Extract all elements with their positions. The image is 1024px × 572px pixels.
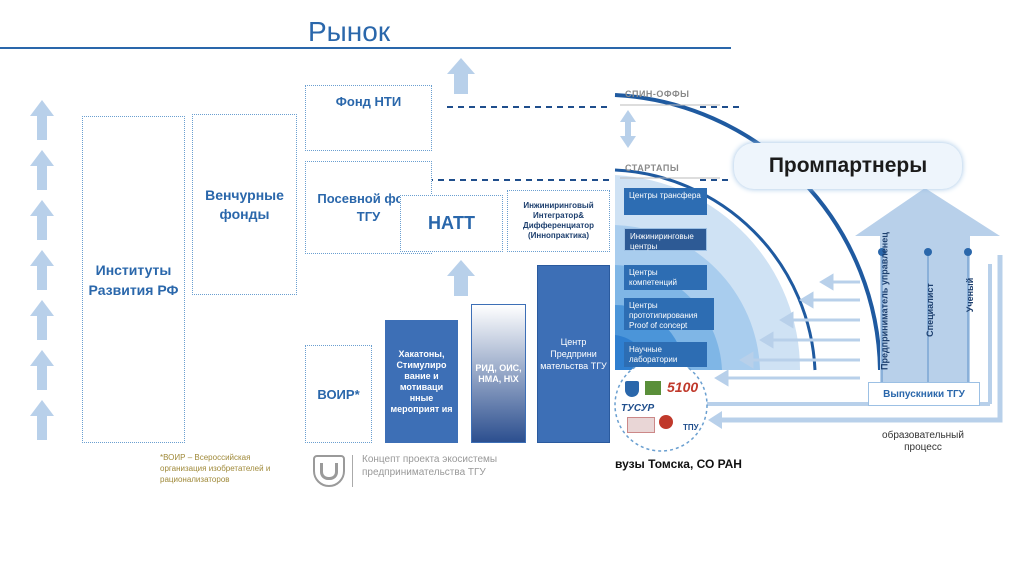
seed-fund-label: Посевной фонд ТГУ: [317, 191, 420, 224]
round-logo-icon: [659, 415, 673, 429]
role-scientist: Ученый: [960, 250, 980, 370]
logo-tusur: ТУСУР: [621, 403, 655, 414]
role-entrepreneur-label: Предприниматель управленец: [879, 232, 890, 370]
hackathons-label: Хакатоны, Стимулиро вание и мотиваци нны…: [390, 348, 453, 414]
role-scientist-label: Ученый: [965, 277, 975, 313]
center-item: Научные лаборатории: [624, 342, 707, 367]
rid-bar: РИД, ОИС, НМА, Н\Х: [471, 304, 526, 443]
venture-funds-box: Венчурные фонды: [192, 114, 297, 295]
voir-box: ВОИР*: [305, 345, 372, 443]
center-item: Центры прототипирования Proof of concept: [624, 298, 714, 330]
role-specialist-label: Специалист: [925, 283, 935, 337]
tsu-logo: [313, 455, 345, 487]
nti-fund-label: Фонд НТИ: [335, 94, 402, 109]
spin-offs-label: СПИН-ОФФЫ: [625, 89, 690, 99]
graduates-box: Выпускники ТГУ: [868, 382, 980, 406]
role-specialist: Специалист: [920, 250, 940, 370]
center-item: Центры трансфера: [624, 188, 707, 215]
institutes-label: Институты Развития РФ: [88, 261, 179, 298]
market-title: Рынок: [308, 16, 391, 47]
engineering-integrator-box: Инжиниринговый Интегратор& Дифференциато…: [507, 190, 610, 252]
universities-label: вузы Томска, СО РАН: [615, 457, 742, 471]
tsu-logo-icon: [625, 381, 639, 397]
concept-caption: Концепт проекта экосистемы предпринимате…: [362, 454, 498, 478]
university-logos: 5100 ТУСУР ТПУ: [621, 373, 703, 443]
voir-footnote: *ВОИР – Всероссийская организация изобре…: [160, 453, 271, 484]
left-arrows: [30, 100, 54, 440]
role-entrepreneur: Предприниматель управленец: [875, 232, 895, 370]
prompartners-box: Промпартнеры: [734, 143, 962, 189]
venture-funds-label: Венчурные фонды: [205, 186, 284, 222]
center-item: Инжиниринговые центры: [624, 228, 707, 251]
entrepreneurship-center-bar: Центр Предприни мательства ТГУ: [537, 265, 610, 443]
badge-icon: [627, 417, 655, 433]
engineering-integrator-label: Инжиниринговый Интегратор& Дифференциато…: [523, 201, 594, 240]
education-label: образовательный процесс: [882, 430, 964, 453]
tsu-logo-mark-icon: [320, 462, 338, 480]
logo-5100: 5100: [667, 379, 699, 395]
rid-label: РИД, ОИС, НМА, Н\Х: [475, 362, 522, 384]
prompartners-label: Промпартнеры: [768, 154, 928, 177]
center-item: Центры компетенций: [624, 265, 707, 290]
institutes-box: Институты Развития РФ: [82, 116, 185, 443]
natt-box: НАТТ: [400, 195, 503, 252]
nti-fund-box: Фонд НТИ: [305, 85, 432, 151]
logo-divider: [352, 455, 375, 487]
entrepreneurship-center-label: Центр Предприни мательства ТГУ: [540, 337, 607, 371]
green-logo-icon: [645, 381, 661, 395]
graduates-label: Выпускники ТГУ: [883, 388, 965, 400]
voir-label: ВОИР*: [317, 386, 360, 402]
hackathons-bar: Хакатоны, Стимулиро вание и мотиваци нны…: [385, 320, 458, 443]
title-underline: [0, 47, 731, 49]
natt-label: НАТТ: [427, 213, 476, 233]
startups-label: СТАРТАПЫ: [625, 163, 680, 173]
logo-tpu: ТПУ: [683, 423, 699, 432]
